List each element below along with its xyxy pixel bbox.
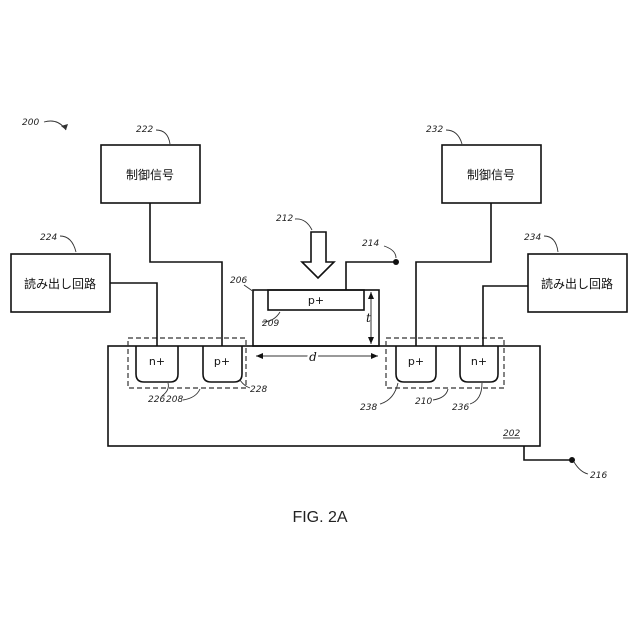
ref-222-leader	[156, 130, 170, 144]
gate-terminal-dot	[393, 259, 399, 265]
ref-232: 232	[426, 125, 443, 135]
control-wire-left	[150, 203, 222, 346]
ref-200: 200	[22, 118, 39, 128]
readout-text-left: 読み出し回路	[24, 276, 96, 291]
figure-caption: FIG. 2A	[292, 509, 347, 526]
ref-210: 210	[415, 397, 432, 407]
ref-200-arrow	[44, 121, 66, 130]
ref-236-leader	[470, 383, 482, 404]
ref-234: 234	[524, 233, 541, 243]
ref-214-leader	[384, 246, 396, 258]
left-p-label: p+	[214, 355, 230, 368]
ref-228-leader	[240, 380, 250, 388]
thickness-label: t	[366, 311, 371, 325]
thickness-arrow-top	[368, 292, 374, 299]
ref-208-leader	[183, 389, 200, 400]
ref-236: 236	[452, 403, 469, 413]
readout-wire-right	[483, 286, 528, 346]
ref-228: 228	[250, 385, 267, 395]
control-wire-right	[416, 203, 491, 346]
gate-terminal-wire	[346, 262, 396, 290]
distance-arrow-left	[256, 353, 263, 359]
right-n-label: n+	[471, 355, 487, 368]
ref-209: 209	[262, 319, 279, 329]
ref-208: 208	[166, 395, 183, 405]
ref-206: 206	[230, 276, 247, 286]
ref-224: 224	[40, 233, 57, 243]
gate-p-label: p+	[308, 294, 324, 307]
control-signal-text-left: 制御信号	[126, 167, 174, 182]
distance-arrow-right	[371, 353, 378, 359]
ref-234-leader	[544, 236, 558, 252]
ref-216-leader	[574, 462, 588, 474]
ref-238-leader	[380, 383, 398, 404]
distance-label: d	[309, 350, 317, 364]
left-n-label: n+	[149, 355, 165, 368]
incident-arrow	[302, 232, 334, 278]
thickness-arrow-bottom	[368, 337, 374, 344]
ref-232-leader	[446, 130, 462, 144]
readout-wire-left	[110, 283, 157, 346]
ref-226: 226	[148, 395, 165, 405]
ref-238: 238	[360, 403, 377, 413]
ref-212: 212	[276, 214, 293, 224]
substrate-terminal-wire	[524, 446, 572, 460]
ref-210-leader	[433, 389, 448, 400]
ref-206-leader	[244, 285, 254, 292]
ref-222: 222	[136, 125, 153, 135]
control-signal-text-right: 制御信号	[467, 167, 515, 182]
ref-212-leader	[295, 219, 312, 230]
right-p-label: p+	[408, 355, 424, 368]
readout-text-right: 読み出し回路	[541, 276, 613, 291]
ref-216: 216	[590, 471, 607, 481]
ref-224-leader	[60, 236, 76, 252]
ref-214: 214	[362, 239, 379, 249]
